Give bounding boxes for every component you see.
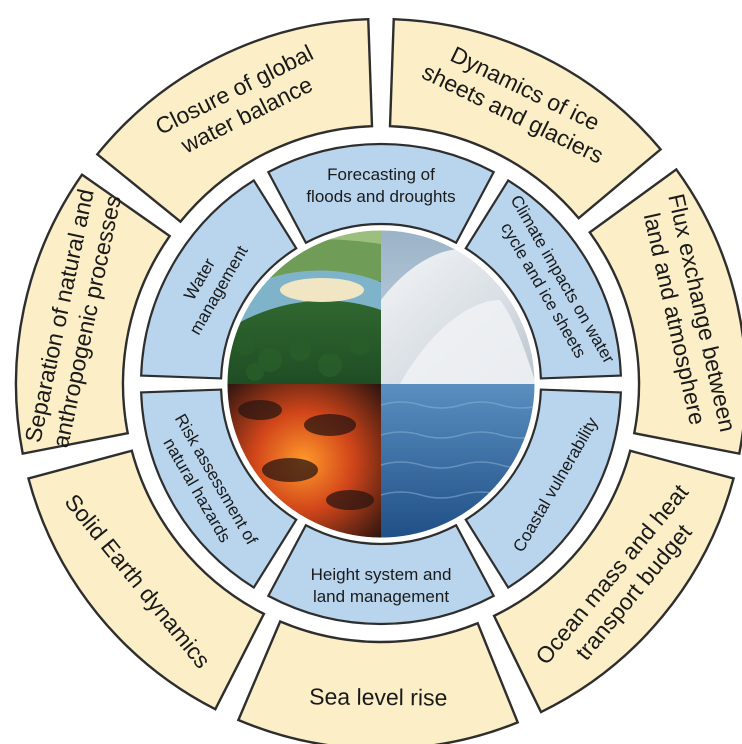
- inner-seg-height-system-and-land-management-shape: [266, 523, 496, 626]
- outer-seg-solid-earth-dynamics: Solid Earth dynamics: [26, 449, 266, 711]
- inner-seg-forecasting-of-floods-and-droughts-label-line: floods and droughts: [306, 187, 455, 206]
- outer-seg-sea-level-rise-shape: [236, 619, 520, 744]
- inner-seg-height-system-and-land-management: Height system and land management: [266, 523, 496, 626]
- inner-seg-height-system-and-land-management-label: Height system and land management: [311, 565, 452, 606]
- inner-seg-height-system-and-land-management-label-line: Height system and: [311, 565, 452, 584]
- outer-seg-sea-level-rise-label-line: Sea level rise: [309, 683, 447, 710]
- outer-seg-separation-of-natural-and-anthropogenic-processes-shape: [14, 172, 172, 456]
- inner-seg-water-management-shape: [140, 178, 298, 380]
- outer-seg-sea-level-rise-label: Sea level rise: [309, 683, 447, 710]
- outer-seg-closure-of-global-water-balance-shape: [95, 17, 374, 224]
- inner-seg-climate-impacts-on-water-cycle-and-ice-sheets-shape: [464, 178, 622, 380]
- inner-seg-risk-assessment-of-natural-hazards-shape: [140, 388, 298, 590]
- outer-seg-ocean-mass-and-heat-transport-budget-shape: [492, 449, 736, 714]
- inner-seg-forecasting-of-floods-and-droughts: Forecasting of floods and droughts: [266, 142, 496, 245]
- outer-seg-solid-earth-dynamics-shape: [26, 449, 266, 711]
- outer-seg-sea-level-rise: Sea level rise: [236, 619, 520, 744]
- ice-sheet-photo: [381, 229, 536, 384]
- center-photo-border: [224, 227, 538, 541]
- outer-seg-flux-exchange-between-land-and-atmosphere-shape: [588, 167, 742, 456]
- inner-seg-forecasting-of-floods-and-droughts-label-line: Forecasting of: [327, 165, 435, 184]
- inner-seg-risk-assessment-of-natural-hazards: Risk assessment ofnatural hazards: [140, 388, 298, 590]
- inner-seg-forecasting-of-floods-and-droughts-shape: [266, 142, 496, 245]
- outer-seg-separation-of-natural-and-anthropogenic-processes: Separation of natural andanthropogenic p…: [14, 172, 172, 456]
- inner-seg-height-system-and-land-management-label-line: land management: [313, 587, 449, 606]
- outer-seg-flux-exchange-between-land-and-atmosphere: Flux exchange betweenland and atmosphere: [588, 167, 742, 456]
- outer-seg-dynamics-of-ice-sheets-and-glaciers-shape: [388, 17, 663, 220]
- inner-seg-forecasting-of-floods-and-droughts-label: Forecasting of floods and droughts: [306, 165, 455, 206]
- inner-seg-coastal-vulnerability-shape: [464, 388, 622, 590]
